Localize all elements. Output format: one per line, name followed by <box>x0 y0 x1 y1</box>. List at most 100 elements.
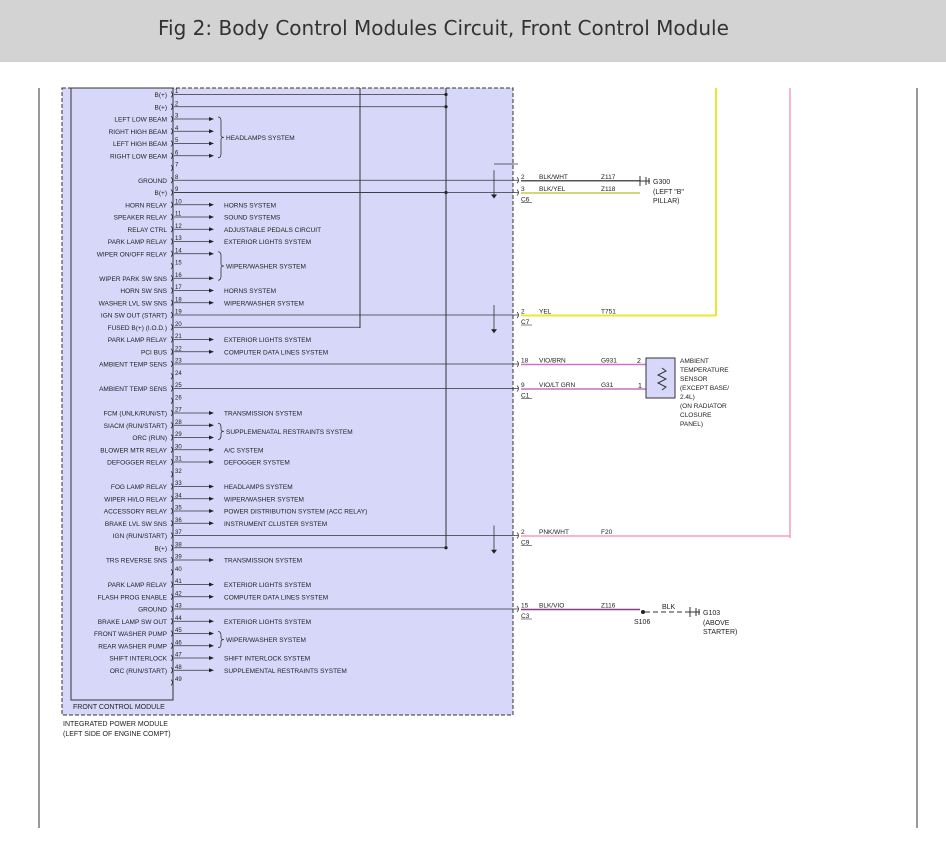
pin-terminal-mark <box>170 103 173 111</box>
pin-label: REAR WASHER PUMP <box>98 643 167 650</box>
ipm-label-line2: (LEFT SIDE OF ENGINE COMPT) <box>63 731 171 738</box>
pin-number: 48 <box>175 665 182 671</box>
connector-terminal <box>516 360 519 368</box>
arrow-icon <box>209 251 214 256</box>
pin-number: 26 <box>175 395 182 401</box>
pin-label: SHIFT INTERLOCK <box>109 656 167 663</box>
wire-color-label: YEL <box>539 309 552 316</box>
connector-pin: 15 <box>521 603 529 610</box>
system-label: POWER DISTRIBUTION SYSTEM (ACC RELAY) <box>224 509 367 516</box>
arrow-icon <box>491 194 497 199</box>
pin-terminal-mark <box>170 434 173 441</box>
system-label: EXTERIOR LIGHTS SYSTEM <box>224 619 311 626</box>
system-15: WIPER/WASHER SYSTEM <box>174 496 304 503</box>
pin-terminal-mark <box>170 642 173 650</box>
pin-number: 45 <box>175 628 182 634</box>
pin-terminal-mark <box>170 201 173 209</box>
pin-terminal-mark <box>170 605 173 613</box>
pin-terminal-mark <box>170 593 173 601</box>
system-label: WIPER/WASHER SYSTEM <box>226 637 306 644</box>
arrow-icon <box>491 549 497 554</box>
pin-number: 14 <box>175 248 182 254</box>
sensor-label: AMBIENT <box>680 358 709 365</box>
connector-terminal <box>516 189 519 196</box>
arrow-icon <box>209 447 214 452</box>
pin-label: HORN SW SNS <box>120 288 167 295</box>
wire-color-label: VIO/LT GRN <box>539 382 576 389</box>
pin-terminal-mark <box>170 568 173 576</box>
pin-terminal-mark <box>170 679 173 686</box>
pin-number: 20 <box>175 322 182 328</box>
wiring-diagram: FRONT CONTROL MODULE INTEGRATED POWER MO… <box>38 87 918 828</box>
pin-label: SIACM (RUN/START) <box>104 423 167 430</box>
sensor-label: TEMPERATURE <box>680 367 729 374</box>
pin-label: FOG LAMP RELAY <box>111 484 168 491</box>
pin-27: FCM (UNLK/RUN/ST)27 <box>103 408 182 418</box>
pin-24: 24 <box>170 371 182 380</box>
pin-number: 37 <box>175 530 182 536</box>
circuit-label: Z116 <box>601 603 616 610</box>
arrow-icon <box>209 300 214 305</box>
arrow-icon <box>209 423 214 428</box>
splice-dot <box>444 546 448 550</box>
system-label: COMPUTER DATA LINES SYSTEM <box>224 594 328 601</box>
splice-dot <box>444 92 448 97</box>
arrow-icon <box>209 643 214 648</box>
pin-20: FUSED B(+) (I.O.D.)20 <box>108 322 183 332</box>
pin-number: 29 <box>175 432 182 438</box>
connector-id: C1 <box>521 393 530 400</box>
pin-terminal-mark <box>170 127 173 135</box>
pin-label: LEFT LOW BEAM <box>114 117 167 124</box>
pin-9: B(+)9 <box>155 187 179 197</box>
connector-terminal <box>516 176 519 184</box>
pin-terminal-mark <box>170 164 173 172</box>
system-label: HEADLAMPS SYSTEM <box>224 484 293 491</box>
pin-number: 42 <box>175 591 182 597</box>
brace-mark <box>217 251 225 281</box>
connector-id: C7 <box>521 319 530 326</box>
system-label: WIPER/WASHER SYSTEM <box>224 496 304 503</box>
arrow-icon <box>209 435 214 440</box>
s106-label: S106 <box>634 619 650 626</box>
pin-number: 47 <box>175 653 182 659</box>
arrow-icon <box>209 129 214 134</box>
pin-number: 16 <box>175 273 182 279</box>
arrow-icon <box>209 153 214 158</box>
pin-terminal-mark <box>170 225 173 233</box>
arrow-icon <box>209 484 214 489</box>
sensor-label: (EXCEPT BASE/ <box>680 385 729 392</box>
g103-wire-color: BLK <box>662 604 676 611</box>
pin-number: 13 <box>175 236 182 242</box>
system-label: DEFOGGER SYSTEM <box>224 460 290 467</box>
arrow-icon <box>209 411 214 415</box>
pin-terminal-mark <box>170 532 173 539</box>
system-3: ADJUSTABLE PEDALS CIRCUIT <box>174 227 321 234</box>
g300-label-2: (LEFT "B" <box>653 189 684 196</box>
pin-number: 8 <box>175 175 179 181</box>
pin-number: 35 <box>175 506 182 512</box>
system-22: WIPER/WASHER SYSTEM <box>174 631 306 649</box>
pin-label: GROUND <box>138 607 167 614</box>
pin-label: DEFOGGER RELAY <box>107 460 168 467</box>
system-label: HEADLAMPS SYSTEM <box>226 135 295 142</box>
pin-29: ORC (RUN)29 <box>132 432 182 442</box>
arrow-icon <box>209 227 214 232</box>
system-18: TRANSMISSION SYSTEM <box>174 558 302 565</box>
ground-g103: G103 (ABOVE STARTER) <box>703 610 737 636</box>
connector-pin: 9 <box>521 382 525 389</box>
pin-26: 26 <box>170 395 182 405</box>
pin-number: 11 <box>175 212 182 218</box>
system-1: HORNS SYSTEM <box>174 202 276 209</box>
